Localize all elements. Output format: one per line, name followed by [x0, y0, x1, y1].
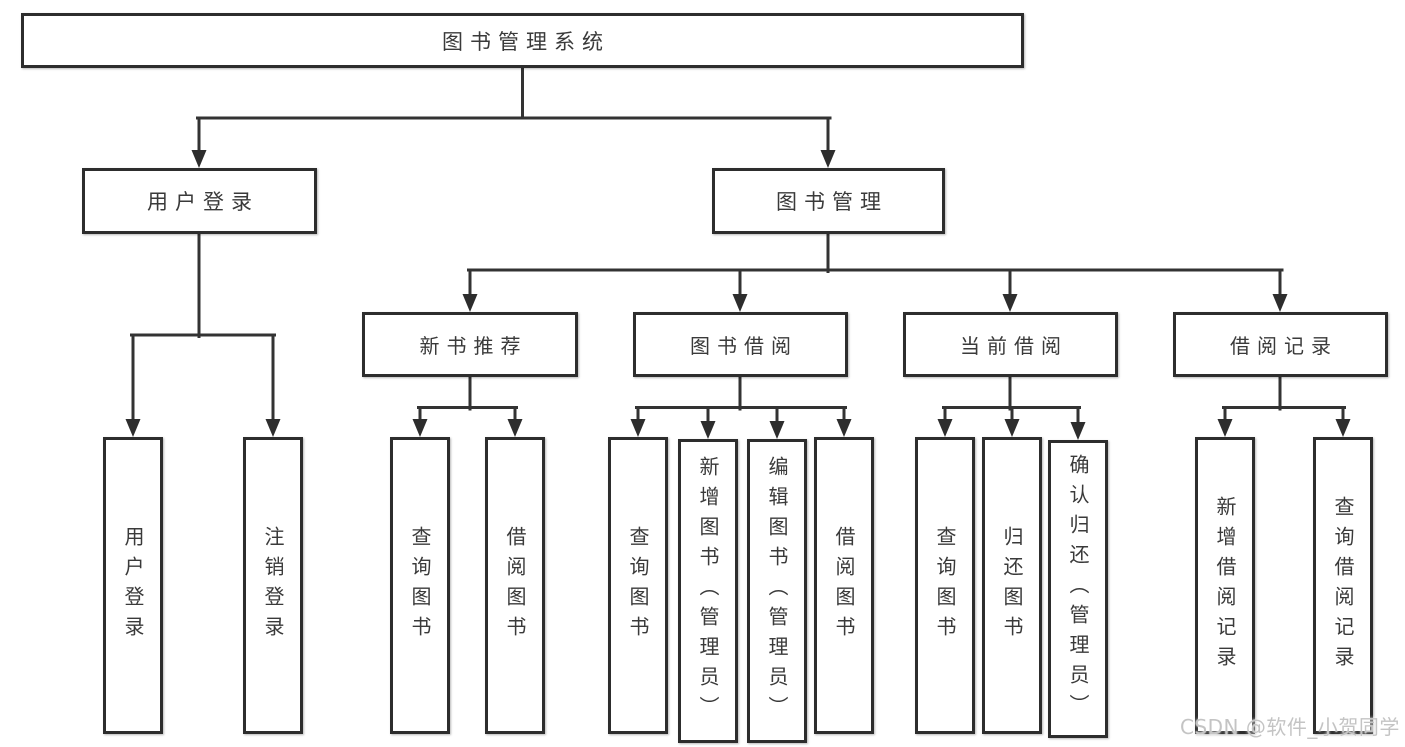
leaf-query-books-borrow: 查询图书 [608, 437, 668, 734]
leaf-query-borrow-record: 查询借阅记录 [1313, 437, 1373, 734]
leaf-label: 查询图书 [408, 525, 432, 646]
leaf-label: 确认归还（管理员） [1066, 454, 1090, 724]
node-label: 借阅记录 [1230, 334, 1338, 358]
leaf-user-login: 用户登录 [103, 437, 163, 734]
leaf-label: 查询借阅记录 [1331, 495, 1355, 676]
watermark: CSDN @软件_小贺同学 [1180, 715, 1400, 739]
leaf-add-books-admin: 新增图书（管理员） [678, 439, 738, 743]
node-current-borrowing: 当前借阅 [903, 312, 1118, 377]
leaf-query-books-recommend: 查询图书 [390, 437, 450, 734]
node-user-login-branch: 用户登录 [82, 168, 317, 234]
arrowheads [125, 150, 1351, 440]
leaf-label: 编辑图书（管理员） [765, 456, 789, 726]
node-book-management-branch: 图书管理 [712, 168, 945, 234]
leaf-borrow-books: 借阅图书 [814, 437, 874, 734]
leaf-label: 用户登录 [121, 525, 145, 646]
leaf-label: 注销登录 [261, 525, 285, 646]
node-label: 图书管理系统 [442, 29, 610, 54]
leaf-label: 查询图书 [626, 525, 650, 646]
node-label: 用户登录 [147, 190, 259, 214]
leaf-confirm-return-admin: 确认归还（管理员） [1048, 440, 1108, 738]
leaf-add-borrow-record: 新增借阅记录 [1195, 437, 1255, 734]
leaf-label: 借阅图书 [503, 525, 527, 646]
leaf-borrow-books-recommend: 借阅图书 [485, 437, 545, 734]
node-label: 当前借阅 [960, 334, 1068, 358]
node-borrowing-records: 借阅记录 [1173, 312, 1388, 377]
node-label: 图书借阅 [690, 334, 798, 358]
node-label: 图书管理 [776, 190, 888, 214]
leaf-edit-books-admin: 编辑图书（管理员） [747, 439, 807, 743]
leaf-query-books-current: 查询图书 [915, 437, 975, 734]
leaf-label: 新增图书（管理员） [696, 456, 720, 726]
node-new-book-recommend: 新书推荐 [362, 312, 578, 377]
connector-strokes [130, 66, 1346, 427]
leaf-label: 查询图书 [933, 525, 957, 646]
node-label: 新书推荐 [419, 334, 528, 358]
leaf-logout: 注销登录 [243, 437, 303, 734]
leaf-return-books: 归还图书 [982, 437, 1042, 734]
leaf-label: 归还图书 [1000, 525, 1024, 646]
node-library-management-system: 图书管理系统 [21, 13, 1024, 68]
node-book-borrowing: 图书借阅 [633, 312, 848, 377]
leaf-label: 借阅图书 [832, 525, 856, 646]
leaf-label: 新增借阅记录 [1213, 495, 1237, 676]
